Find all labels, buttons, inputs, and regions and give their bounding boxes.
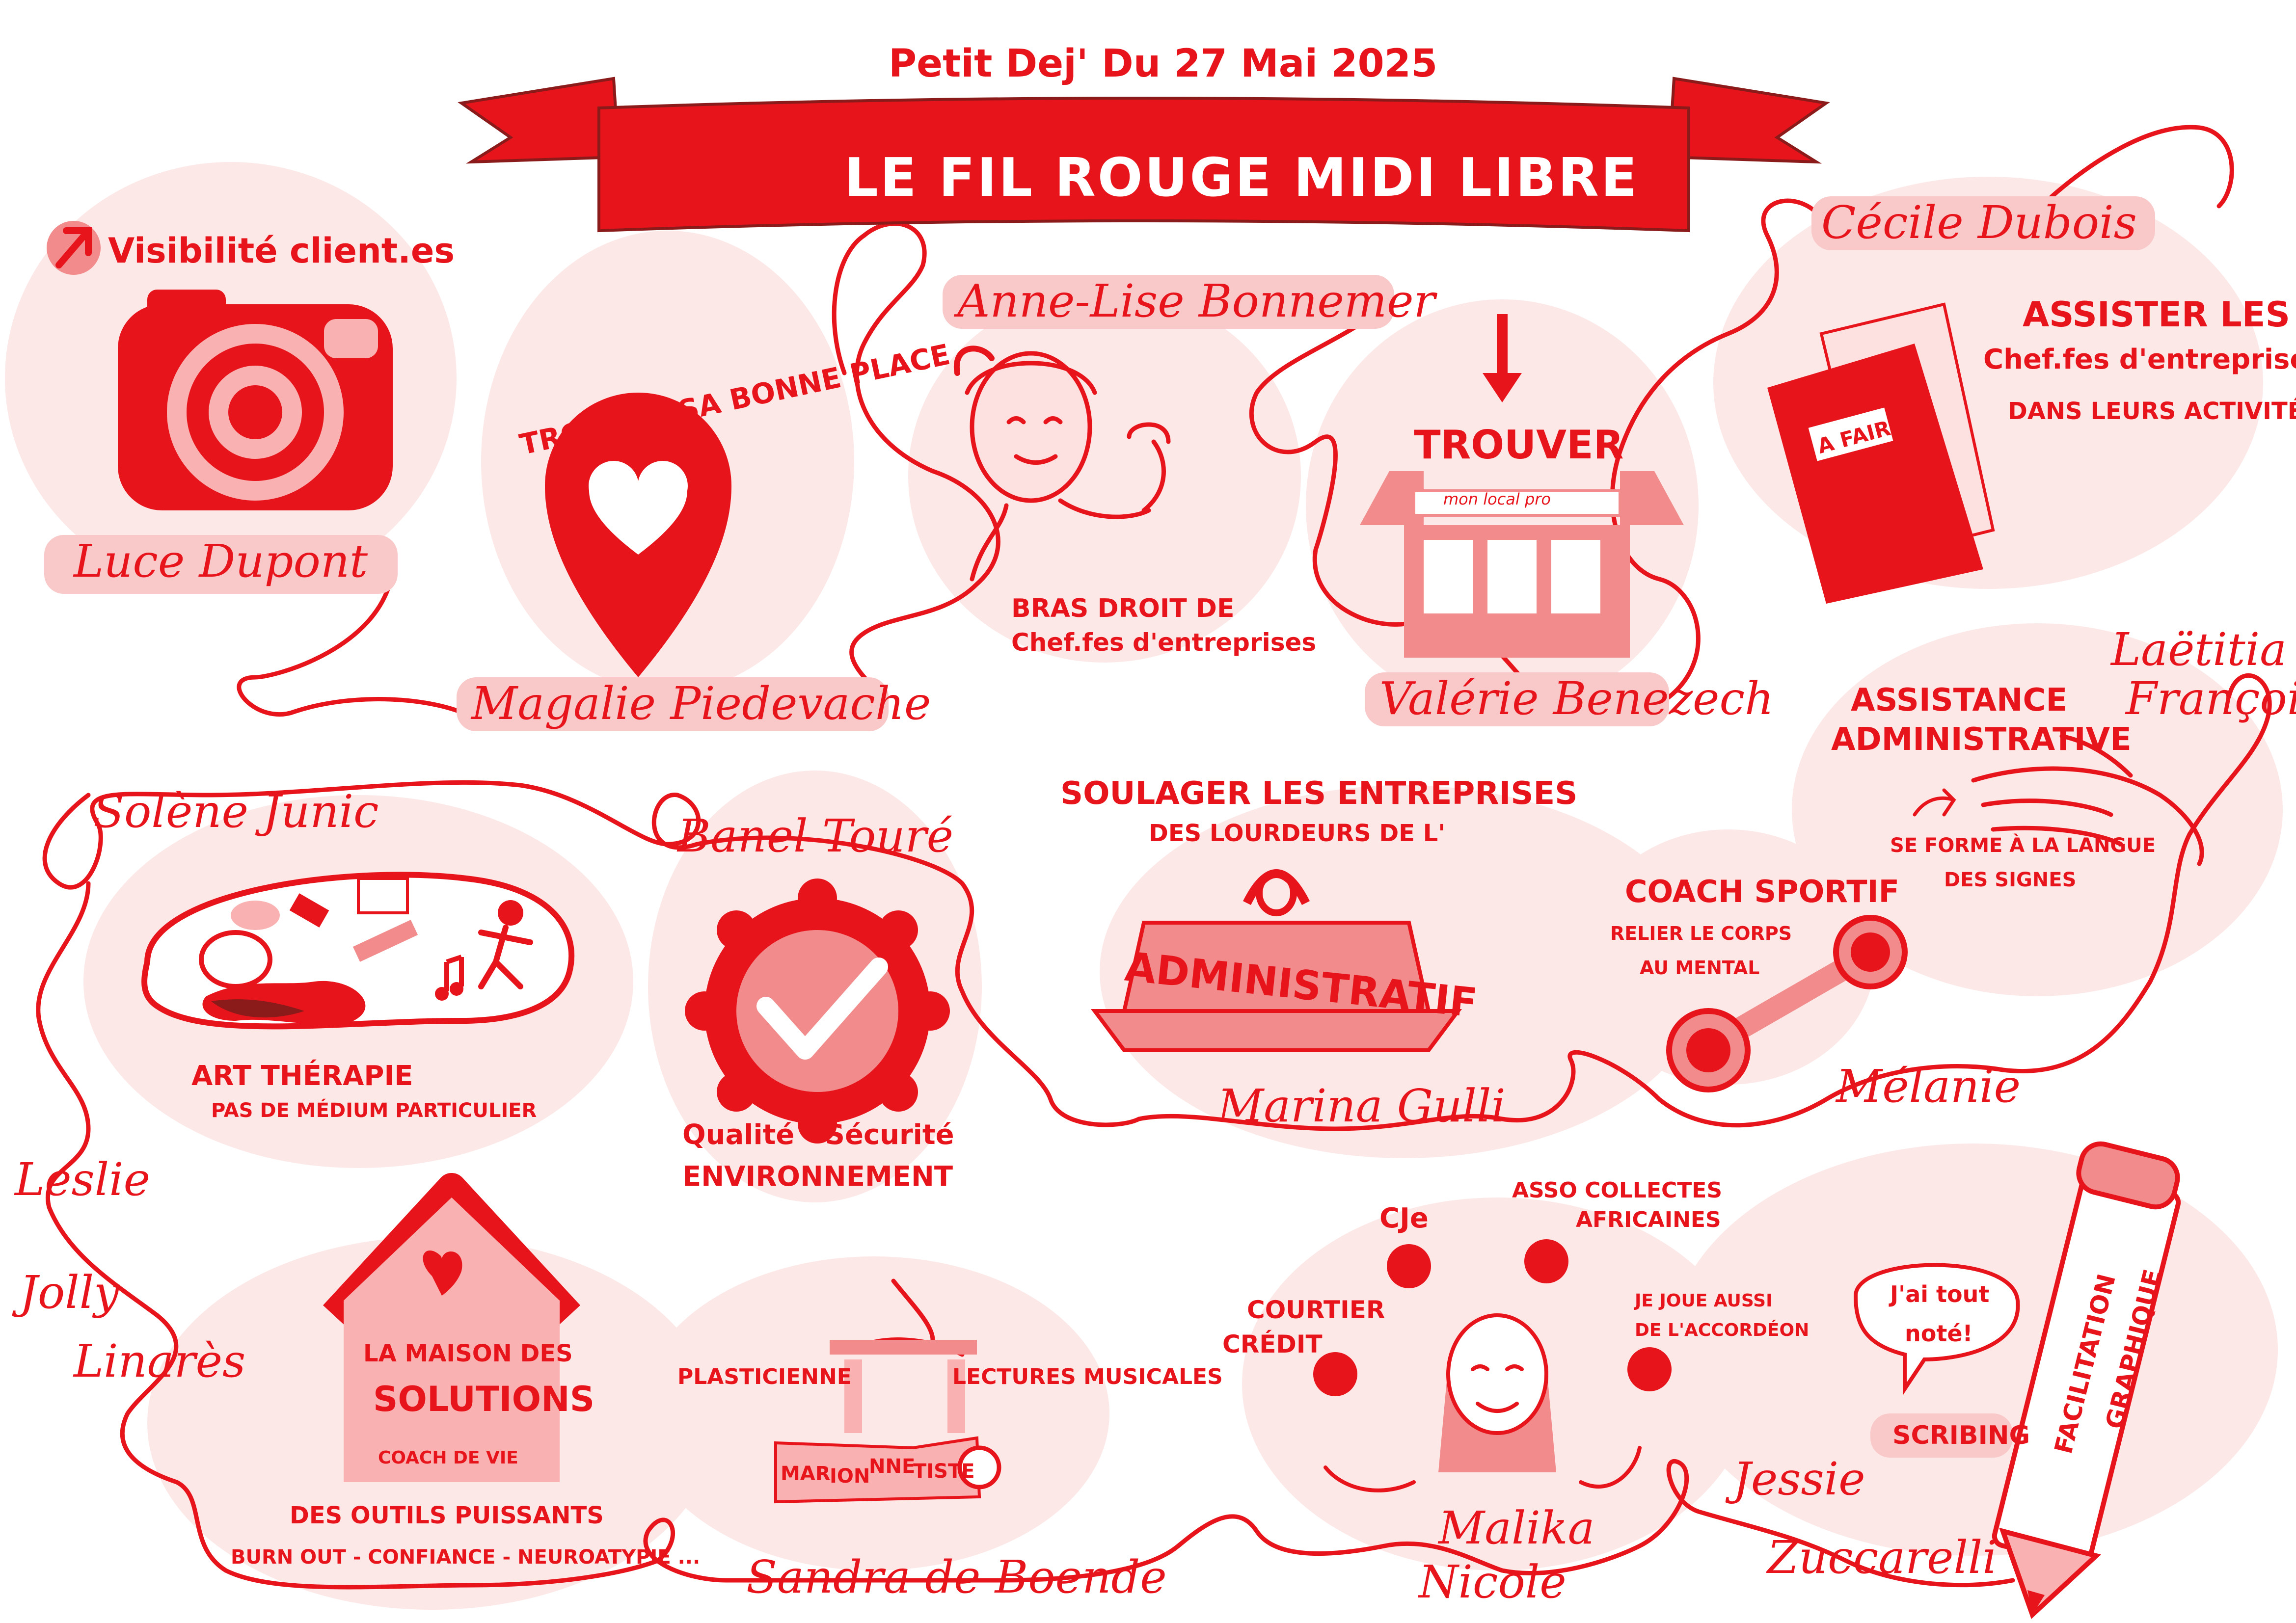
event-date: Petit Dej' Du 27 Mai 2025 [889, 42, 1438, 86]
assister-line-1: Assister les [2023, 294, 2290, 335]
person-solene-junic: Solène Junic [93, 785, 379, 838]
pencil-icon [1992, 1141, 2181, 1619]
scribing-highlight [1870, 1413, 2013, 1458]
marionnettiste-part-2: ion [830, 1465, 870, 1488]
person-cecile-dubois: Cécile Dubois [1821, 196, 2137, 249]
person-jessie-line-1: Jessie [1733, 1453, 1865, 1505]
accordeon-line-2: de l'accordéon [1635, 1320, 1810, 1340]
lectures-label: Lectures musicales [952, 1364, 1223, 1389]
qualite-line-1: Qualité - Sécurité [682, 1119, 954, 1151]
marionnettiste-part-1: Mar [781, 1463, 831, 1485]
person-marina-gulli: Marina Gulli [1217, 1080, 1506, 1132]
assister-line-2: Chef.fes d'entreprise [1983, 344, 2296, 375]
weight-icon [1091, 869, 1462, 1052]
woman-flexing-icon [953, 346, 1171, 582]
title-ribbon [458, 77, 1830, 233]
person-anne-lise-bonnemer: Anne-Lise Bonnemer [957, 275, 1435, 327]
page-title: Le Fil Rouge Midi Libre [844, 147, 1639, 209]
scribing-label: Scribing [1892, 1421, 2030, 1450]
coach-vie-label: Coach de vie [378, 1448, 518, 1468]
location-pin-icon [545, 393, 731, 677]
pas-medium-label: Pas de médium particulier [211, 1099, 537, 1122]
name-highlight [1365, 672, 1669, 726]
trouver-label: Trouver [1414, 422, 1624, 468]
tout-note-line-1: J'ai tout [1890, 1281, 1990, 1307]
courtier-line-1: Courtier [1247, 1296, 1385, 1324]
check-badge-icon [685, 878, 950, 1144]
paint-palette-icon [141, 872, 575, 1030]
red-thread-bottom [36, 881, 2015, 1590]
puppet-icon [774, 1278, 1001, 1504]
langue-signes-line-2: des signes [1944, 869, 2077, 891]
relier-line-1: Relier le corps [1610, 923, 1792, 944]
person-magalie-piedevache: Magalie Piedevache [471, 677, 931, 730]
name-highlight [44, 535, 398, 594]
person-laetitia-line-2: François [2126, 672, 2296, 725]
bras-droit-line-1: Bras droit de [1011, 594, 1235, 623]
person-jessie-line-2: Zuccarelli [1767, 1531, 1997, 1584]
qualite-line-2: environnement [682, 1161, 953, 1193]
house-icon [323, 1173, 581, 1482]
maison-line-2: solutions [373, 1379, 595, 1419]
dumbbell-icon [1666, 915, 1908, 1092]
speech-bubble-icon [1853, 1263, 2020, 1396]
person-valerie-benezech: Valérie Benezech [1379, 672, 1774, 725]
person-leslie-line-2: Jolly [20, 1266, 120, 1319]
red-thread-middle [42, 673, 2272, 1131]
outils-line-2: Burn out - Confiance - Neuroatypie ... [231, 1546, 701, 1569]
person-banel-toure: Banel Touré [677, 810, 954, 862]
arrow-up-icon [47, 221, 101, 275]
assister-line-3: dans leurs activités [2008, 398, 2296, 425]
mon-local-label: mon local pro [1443, 490, 1551, 508]
binder-icon [1767, 302, 1995, 604]
assistance-line-2: administrative [1831, 721, 2132, 758]
outils-line-1: Des outils puissants [290, 1502, 604, 1529]
juggler-icon [1313, 1239, 1672, 1492]
hand-icon [1913, 734, 2204, 866]
maison-line-1: La maison des [363, 1340, 573, 1367]
marionnettiste-part-4: tiste [913, 1460, 975, 1483]
courtier-line-2: crédit [1222, 1330, 1323, 1358]
asso-line-2: Africaines [1576, 1207, 1721, 1232]
tout-note-line-2: noté! [1905, 1320, 1973, 1347]
soulager-line-1: Soulager les entreprises [1060, 775, 1578, 812]
asso-line-1: Asso Collectes [1512, 1178, 1723, 1203]
marionnettiste-part-3: nne [869, 1455, 916, 1478]
camera-icon [118, 290, 393, 510]
person-luce-dupont: Luce Dupont [74, 535, 368, 587]
person-leslie-line-3: Linarès [74, 1335, 246, 1387]
assistance-line-1: Assistance [1851, 682, 2068, 718]
visibilite-label: Visibilité client.es [108, 231, 455, 271]
person-malika-line-1: Malika [1438, 1502, 1595, 1554]
soulager-line-2: des lourdeurs de l' [1149, 820, 1446, 847]
person-melanie: Mélanie [1836, 1060, 2021, 1113]
name-highlight [457, 677, 889, 731]
person-malika-line-2: Nicole [1419, 1556, 1567, 1608]
person-laetitia-line-1: Laëtitia [2111, 623, 2287, 676]
bras-droit-line-2: Chef.fes d'entreprises [1011, 628, 1317, 657]
plasticienne-label: Plasticienne [677, 1364, 852, 1389]
person-sandra-de-boende: Sandra de Boende [746, 1551, 1167, 1603]
langue-signes-line-1: Se forme à la langue [1890, 834, 2156, 857]
name-highlight [943, 275, 1394, 329]
coach-sportif-label: Coach sportif [1625, 874, 1899, 909]
relier-line-2: au mental [1640, 957, 1760, 979]
shop-icon [1360, 314, 1684, 658]
accordeon-line-1: Je joue aussi [1635, 1291, 1773, 1311]
person-leslie-line-1: Leslie [15, 1153, 151, 1206]
cje-label: CJe [1379, 1202, 1429, 1234]
art-therapie-label: Art thérapie [191, 1060, 413, 1092]
name-highlight [1811, 196, 2155, 250]
